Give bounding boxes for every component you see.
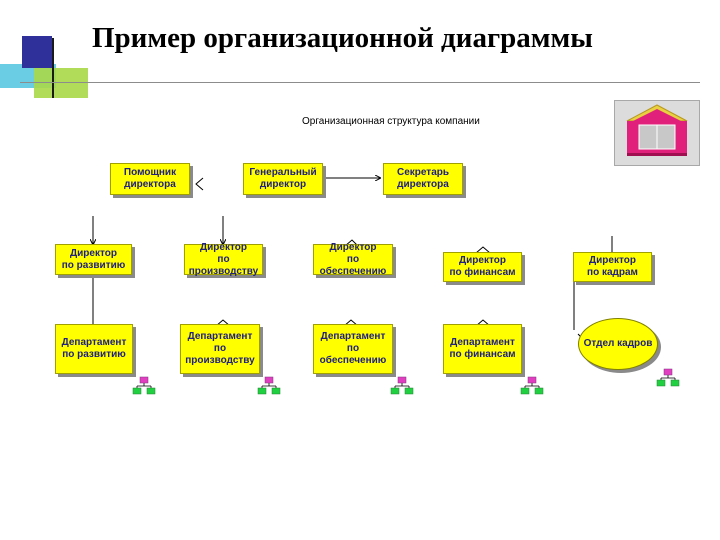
org-chart-icon <box>656 368 680 387</box>
corner-decoration-line <box>52 38 54 98</box>
connector-assistant-arrow <box>195 177 204 191</box>
slide-title: Пример организационной диаграммы <box>92 22 593 54</box>
title-divider <box>20 82 700 83</box>
diagram-title: Организационная структура компании <box>302 116 480 127</box>
org-chart-icon <box>132 376 156 395</box>
connector-to-dir-finance <box>475 246 491 254</box>
corner-decoration-blue <box>22 36 52 68</box>
house-icon-frame <box>614 100 700 166</box>
org-chart-icon <box>390 376 414 395</box>
house-icon <box>626 104 688 156</box>
corner-decoration-green <box>34 68 88 98</box>
node-hr-office: Отдел кадров <box>578 318 658 370</box>
org-chart-icon <box>257 376 281 395</box>
org-chart-icon <box>520 376 544 395</box>
